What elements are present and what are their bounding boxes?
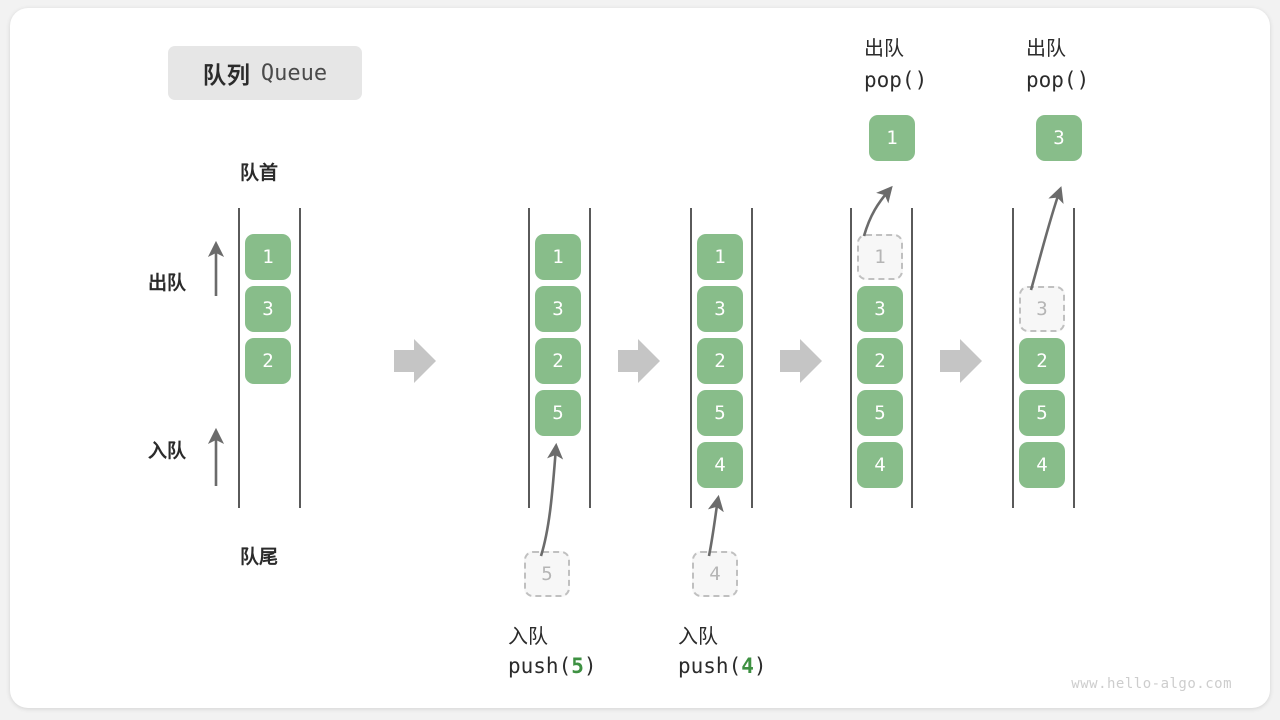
queue-rail-left-2 <box>528 208 530 508</box>
title-cn: 队列 <box>202 62 251 88</box>
queue-element: 5 <box>857 390 903 436</box>
queue-element: 4 <box>1019 442 1065 488</box>
stage-label-cn: 出队 <box>864 38 904 60</box>
queue-element: 1 <box>535 234 581 280</box>
label-enqueue: 入队 <box>148 441 187 462</box>
label-rear: 队尾 <box>240 547 279 568</box>
queue-element: 2 <box>245 338 291 384</box>
label-front: 队首 <box>240 163 279 184</box>
stage-label-cn: 入队 <box>508 626 548 648</box>
queue-element: 2 <box>697 338 743 384</box>
incoming-element: 4 <box>692 551 738 597</box>
stage-label-mono: push(5) <box>508 654 597 678</box>
queue-element-removed: 1 <box>857 234 903 280</box>
queue-rail-right-4 <box>911 208 913 508</box>
stage-label-cn: 出队 <box>1026 38 1066 60</box>
popped-element: 1 <box>869 115 915 161</box>
queue-element: 3 <box>535 286 581 332</box>
queue-rail-right-1 <box>299 208 301 508</box>
queue-rail-left-5 <box>1012 208 1014 508</box>
queue-rail-left-1 <box>238 208 240 508</box>
queue-element-removed: 3 <box>1019 286 1065 332</box>
queue-element: 2 <box>1019 338 1065 384</box>
queue-element: 5 <box>697 390 743 436</box>
incoming-element: 5 <box>524 551 570 597</box>
queue-element: 2 <box>535 338 581 384</box>
popped-element: 3 <box>1036 115 1082 161</box>
queue-rail-left-3 <box>690 208 692 508</box>
stage-label-mono: pop() <box>864 68 928 92</box>
stage-label-mono: push(4) <box>678 654 767 678</box>
stage-label-mono: pop() <box>1026 68 1090 92</box>
label-dequeue: 出队 <box>148 273 187 294</box>
queue-element: 4 <box>857 442 903 488</box>
queue-rail-right-3 <box>751 208 753 508</box>
queue-element: 2 <box>857 338 903 384</box>
queue-rail-right-2 <box>589 208 591 508</box>
queue-rail-right-5 <box>1073 208 1075 508</box>
queue-element: 3 <box>857 286 903 332</box>
queue-element: 1 <box>697 234 743 280</box>
queue-element: 3 <box>245 286 291 332</box>
push-value: 4 <box>741 654 754 678</box>
queue-element: 3 <box>697 286 743 332</box>
queue-element: 5 <box>535 390 581 436</box>
queue-element: 4 <box>697 442 743 488</box>
queue-element: 5 <box>1019 390 1065 436</box>
queue-element: 1 <box>245 234 291 280</box>
diagram-card <box>10 8 1270 708</box>
title-badge: 队列 Queue <box>168 46 362 100</box>
push-value: 5 <box>571 654 584 678</box>
queue-rail-left-4 <box>850 208 852 508</box>
stage-label-cn: 入队 <box>678 626 718 648</box>
watermark: www.hello-algo.com <box>1071 676 1232 692</box>
title-en: Queue <box>260 60 328 86</box>
